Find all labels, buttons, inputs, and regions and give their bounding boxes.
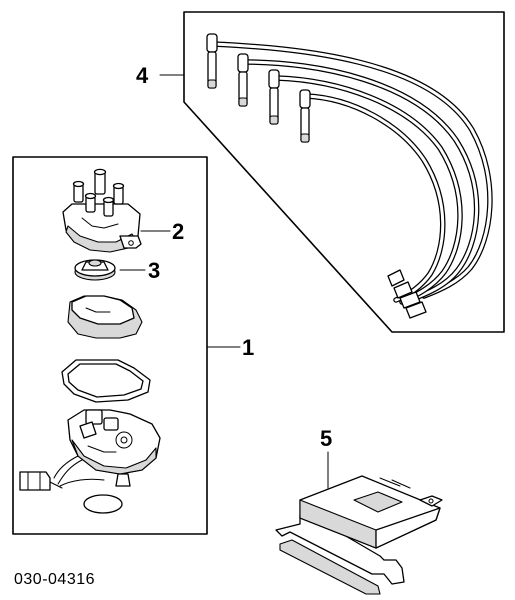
gasket — [61, 359, 151, 403]
plug-boot — [268, 69, 280, 125]
plug-boot — [206, 33, 218, 89]
callout-2: 2 — [172, 219, 184, 244]
control-module — [275, 451, 443, 595]
rotor — [74, 259, 146, 281]
distributor-housing — [19, 409, 161, 491]
dust-cover — [67, 295, 143, 339]
plug-boot — [299, 89, 311, 143]
callout-3: 3 — [148, 258, 160, 283]
plug-boot — [237, 53, 249, 107]
ignition-wire-set-group — [159, 11, 505, 333]
part-code: 030-04316 — [14, 571, 95, 588]
callout-5: 5 — [320, 426, 332, 451]
callout-4: 4 — [136, 63, 149, 88]
o-ring — [83, 494, 123, 514]
distributor-cap — [62, 168, 171, 253]
assembly-1-frame — [12, 156, 208, 535]
distributor-assembly-group — [12, 156, 241, 535]
callout-1: 1 — [242, 335, 254, 360]
assembly-4-frame — [183, 11, 505, 333]
